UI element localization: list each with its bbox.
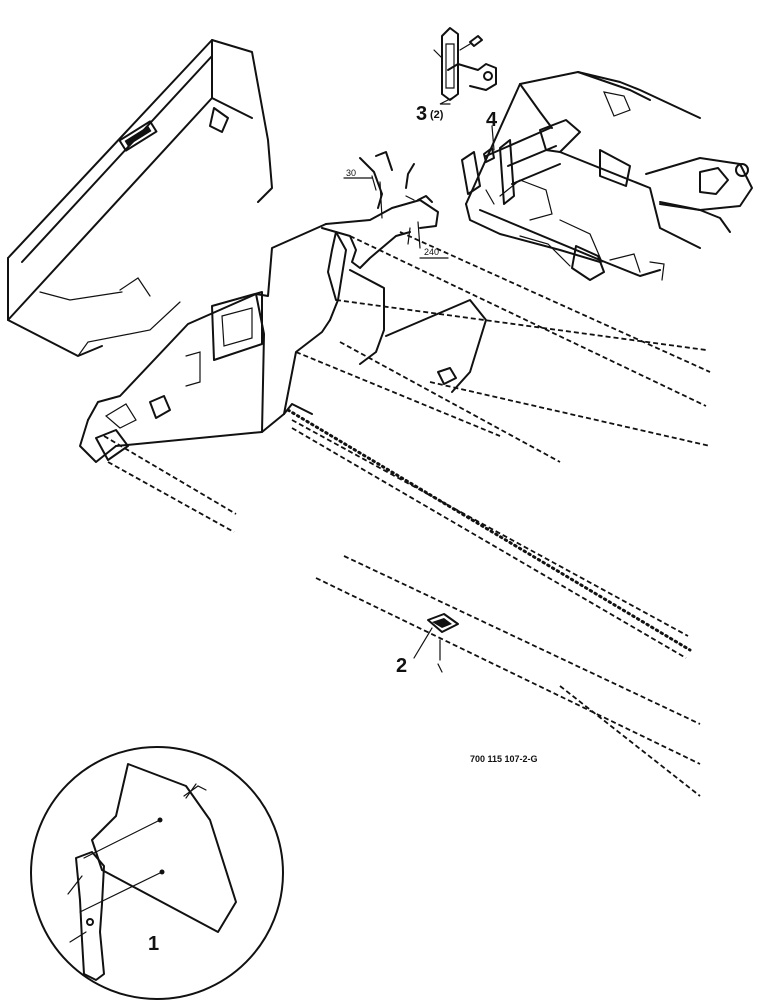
bolt-bracket [433,27,497,101]
drawing-code: 700 115 107-2-G [470,754,538,764]
drive-arm [325,151,439,365]
detail-view-circle [30,746,284,1000]
callout-item-2: 2 [396,655,407,677]
cross-auger-tube [95,429,237,533]
dimension-label-240: 240 [424,247,439,257]
dimension-marks [343,175,449,259]
bracket-plate [461,127,561,205]
callout-item-4: 4 [486,109,498,131]
leader-lines [413,95,495,659]
guard-clip [427,613,459,673]
left-side-shield [7,39,273,357]
callout-item-3-quantity: (2) [430,109,444,121]
main-frame-beam [465,71,753,281]
floor-panel [295,231,711,463]
knife-bar [283,403,701,797]
dimension-label-30: 30 [346,168,356,178]
callout-item-1: 1 [148,933,159,955]
callout-item-3: 3 [416,103,427,125]
warning-decal [118,120,158,152]
header-end-sheet [79,223,347,463]
